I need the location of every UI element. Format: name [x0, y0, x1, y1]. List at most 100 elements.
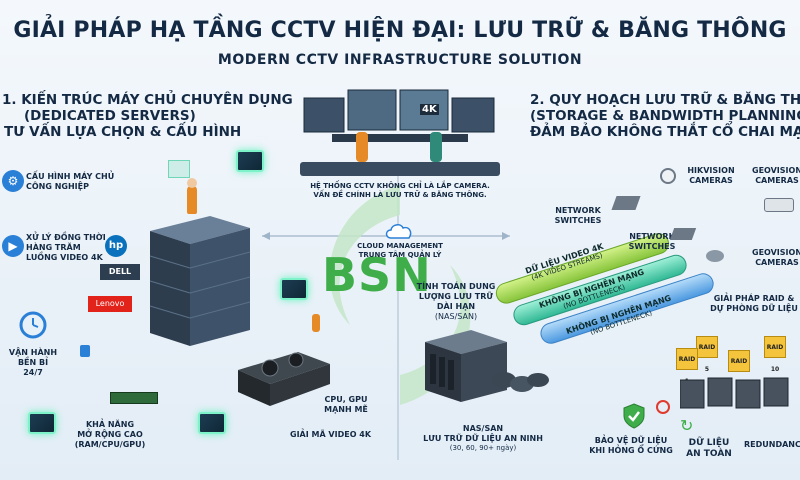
bsn-logo-text: BSN [322, 248, 432, 302]
dell-brand-badge: DELL [100, 264, 140, 280]
cloud-line2: TRUNG TÂM QUẢN LÝ [358, 251, 442, 259]
hard-drive-array [679, 374, 790, 410]
shield-check-icon [623, 403, 645, 429]
switch-label-b: NETWORK SWITCHES [622, 232, 682, 252]
cam1-line2: CAMERAS [689, 176, 733, 185]
consultant-figure [312, 314, 320, 332]
nas-line2: LƯU TRỮ DỮ LIỆU AN NINH [423, 434, 543, 443]
cloud-management: CLOUD MANAGEMENT TRUNG TÂM QUẢN LÝ [330, 242, 470, 260]
bullet-camera-icon [764, 198, 794, 212]
feature4-line2: MỞ RỘNG CAO [77, 430, 143, 439]
section1-header: 1. KIẾN TRÚC MÁY CHỦ CHUYÊN DỤNG (DEDICA… [2, 92, 293, 140]
network-switch-icon [611, 196, 641, 210]
chip-icon [236, 150, 264, 172]
cam2-line1: GEOVISION [752, 166, 800, 175]
network-switch-icon [669, 228, 697, 240]
engineer-figure [187, 186, 197, 214]
section1-line3: TƯ VẤN LỰA CHỌN & CẤU HÌNH [4, 124, 242, 140]
cloud-icon [385, 224, 412, 239]
geovision-label-1: GEOVISION CAMERAS [752, 166, 800, 186]
feature4-line3: (RAM/CPU/GPU) [74, 440, 146, 449]
cam1-line1: HIKVISION [687, 166, 735, 175]
feature-4k-decode: GIẢI MÃ VIDEO 4K [290, 430, 372, 439]
router-icon [706, 250, 724, 262]
engineer-head [187, 178, 197, 188]
operator-figure [356, 132, 368, 162]
warning-circle-icon [656, 400, 670, 414]
switch-b-line2: SWITCHES [628, 242, 676, 251]
calc-line3: DÀI HẠN [436, 302, 476, 311]
raid6-label: RAID 6 [728, 350, 750, 387]
main-title: GIẢI PHÁP HẠ TẦNG CCTV HIỆN ĐẠI: LƯU TRỮ… [13, 18, 787, 43]
raid-solution-label: GIẢI PHÁP RAID & DỰ PHÒNG DỮ LIỆU [706, 294, 800, 314]
feature2-line1: XỬ LÝ ĐỒNG THỜI [26, 233, 106, 242]
feature3-line1: VẬN HÀNH [8, 348, 58, 357]
caption-line2: VẤN ĐỀ CHÍNH LÀ LƯU TRỮ & BĂNG THÔNG. [313, 191, 487, 199]
raid-line1: GIẢI PHÁP RAID & [713, 294, 795, 303]
lenovo-brand-badge: Lenovo [88, 296, 132, 312]
main-subtitle: MODERN CCTV INFRASTRUCTURE SOLUTION [217, 52, 583, 68]
feature-24-7: VẬN HÀNH BỀN BỈ 24/7 [6, 348, 60, 378]
calc-line1: TÍNH TOÁN DUNG [416, 282, 496, 291]
ram-stick-icon [110, 392, 158, 404]
nas-label: NAS/SAN LƯU TRỮ DỮ LIỆU AN NINH (30, 60,… [418, 424, 548, 453]
cam3-line1: GEOVISION [752, 248, 800, 257]
safe-line1: DỮ LIỆU [688, 438, 730, 448]
switch-b-line1: NETWORK [629, 232, 675, 241]
section2-header: 2. QUY HOẠCH LƯU TRỮ & BĂNG THÔNG (STORA… [530, 92, 800, 140]
calc-line4: (NAS/SAN) [434, 312, 478, 321]
chip-icon [28, 412, 56, 434]
section2-line2: (STORAGE & BANDWIDTH PLANNING) [530, 108, 800, 124]
hikvision-label: HIKVISION CAMERAS [682, 166, 740, 186]
cam3-line2: CAMERAS [755, 258, 799, 267]
dome-camera-icon [660, 168, 676, 184]
switch-a-line2: SWITCHES [554, 216, 602, 225]
feature3-line3: 24/7 [23, 368, 43, 377]
operator-desk [300, 162, 500, 176]
chip-icon [198, 412, 226, 434]
safe-line2: AN TOÀN [686, 449, 732, 459]
prot-line1: BẢO VỆ DỮ LIỆU [594, 436, 668, 445]
feature-scalability: KHẢ NĂNG MỞ RỘNG CAO (RAM/CPU/GPU) [60, 420, 160, 450]
refresh-arrow-icon: ↻ [680, 416, 694, 435]
clock-24-7-icon [18, 310, 48, 344]
nas-device [425, 330, 507, 402]
caption-line1: HỆ THỐNG CCTV KHÔNG CHỈ LÀ LẮP CAMERA. [310, 182, 490, 190]
server-rack [140, 216, 260, 346]
feature5-line2: MẠNH MẼ [324, 405, 368, 414]
nas-line3: (30, 60, 90+ ngày) [449, 444, 517, 452]
section2-line1: 2. QUY HOẠCH LƯU TRỮ & BĂNG THÔNG [530, 92, 800, 108]
feature1-line2: CÔNG NGHIỆP [26, 182, 89, 191]
operator-figure [430, 132, 442, 162]
data-safe-label: DỮ LIỆU AN TOÀN [684, 438, 734, 460]
prot-line2: KHI HỎNG Ổ CỨNG [589, 446, 673, 455]
raid1-label: RAID 1 [676, 348, 698, 385]
feature1-line1: CẤU HÌNH MÁY CHỦ [26, 172, 115, 181]
protection-label: BẢO VỆ DỮ LIỆU KHI HỎNG Ổ CỨNG [586, 436, 676, 456]
feature2-line3: LUỒNG VIDEO 4K [26, 253, 103, 262]
section1-line2: (DEDICATED SERVERS) [24, 108, 196, 124]
chip-icon [280, 278, 308, 300]
lock-icon [80, 345, 90, 357]
disk-stack [490, 370, 550, 400]
section2-line3: ĐẢM BẢO KHÔNG THẮT CỔ CHAI MẠNG [530, 124, 800, 140]
redundancy-label: REDUNDANCY [744, 440, 800, 449]
center-caption: HỆ THỐNG CCTV KHÔNG CHỈ LÀ LẮP CAMERA. V… [290, 182, 510, 200]
storage-calc-label: TÍNH TOÁN DUNG LƯỢNG LƯU TRỮ DÀI HẠN (NA… [408, 282, 504, 322]
gpu-card [238, 352, 330, 406]
cloud-line1: CLOUD MANAGEMENT [357, 242, 443, 250]
bsn-logo-mark [329, 185, 471, 405]
raid5-label: RAID 5 [696, 336, 718, 373]
hologram-chart-icon [168, 160, 190, 178]
nas-line1: NAS/SAN [462, 424, 504, 433]
switch-label-a: NETWORK SWITCHES [548, 206, 608, 226]
feature5-line1: CPU, GPU [324, 395, 368, 404]
cam2-line2: CAMERAS [755, 176, 799, 185]
raid-line2: DỰ PHÒNG DỮ LIỆU [710, 304, 798, 313]
server-config-icon: ⚙ [2, 170, 24, 192]
video-streams-icon: ▶ [2, 235, 24, 257]
geovision-label-2: GEOVISION CAMERAS [752, 248, 800, 268]
monitor-4k-badge: 4K [420, 104, 439, 115]
section1-line1: 1. KIẾN TRÚC MÁY CHỦ CHUYÊN DỤNG [2, 92, 293, 108]
